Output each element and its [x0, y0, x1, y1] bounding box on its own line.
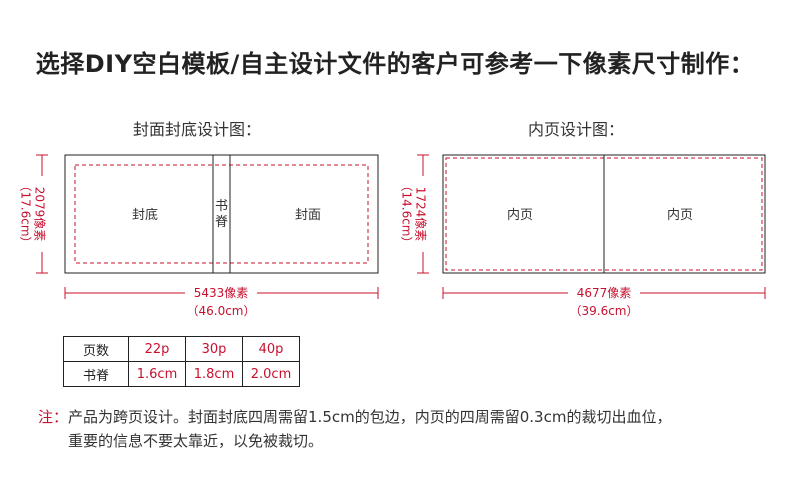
cover-outline	[64, 154, 379, 274]
note: 注：产品为跨页设计。封面封底四周需留1.5cm的包边，内页的四周需留0.3cm的…	[38, 405, 671, 453]
back-cover-label: 封底	[132, 207, 158, 223]
inner-height-px: 1724像素	[414, 187, 428, 242]
inner-left-label: 内页	[507, 207, 533, 223]
inner-width-label-bg	[568, 284, 640, 302]
note-line-2: 重要的信息不要太靠近，以免被裁切。	[68, 432, 324, 450]
table-row: 书脊 1.6cm 1.8cm 2.0cm	[63, 361, 300, 387]
inner-height-label-bg	[399, 176, 433, 252]
spine-header: 书脊	[63, 361, 129, 387]
page-title: 选择DIY空白模板/自主设计文件的客户可参考一下像素尺寸制作：	[35, 50, 755, 78]
spine-label-1: 书	[215, 199, 228, 214]
cover-height-label-bg	[18, 176, 52, 252]
pages-value: 22p	[128, 336, 186, 362]
spine-spec-table: 页数 22p 30p 40p 书脊 1.6cm 1.8cm 2.0cm	[63, 336, 300, 387]
table-row: 页数 22p 30p 40p	[63, 336, 300, 362]
inner-width-cm: （39.6cm）	[569, 304, 638, 318]
front-cover-label: 封面	[295, 208, 321, 223]
pages-value: 30p	[185, 336, 243, 362]
cover-height-px: 2079像素	[33, 187, 47, 242]
cover-section-title: 封面封底设计图：	[133, 120, 262, 139]
inner-width-px: 4677像素	[577, 286, 632, 300]
pages-value: 40p	[242, 336, 300, 362]
inner-diagram: 内页 内页 1724像素 （14.6cm） 4677像素 （39.6cm）	[399, 154, 766, 318]
cover-width-cm: （46.0cm）	[186, 304, 255, 318]
cover-safe-area	[74, 164, 369, 264]
cover-height-cm: （17.6cm）	[19, 179, 33, 248]
note-line-1: 产品为跨页设计。封面封底四周需留1.5cm的包边，内页的四周需留0.3cm的裁切…	[68, 408, 672, 426]
spine-value: 1.6cm	[128, 361, 186, 387]
cover-width-px: 5433像素	[194, 286, 249, 300]
cover-width-label-bg	[185, 284, 257, 302]
inner-right-label: 内页	[667, 207, 693, 223]
spine-label-2: 脊	[215, 215, 228, 230]
spine-value: 2.0cm	[242, 361, 300, 387]
note-tag: 注：	[38, 408, 69, 426]
pages-header: 页数	[63, 336, 129, 362]
spine-value: 1.8cm	[185, 361, 243, 387]
inner-section-title: 内页设计图：	[528, 120, 625, 139]
inner-height-cm: （14.6cm）	[400, 179, 414, 248]
cover-diagram: 封底 书 脊 封面 2079像素 （17.6cm） 5433像素 （46.0cm…	[18, 154, 379, 318]
